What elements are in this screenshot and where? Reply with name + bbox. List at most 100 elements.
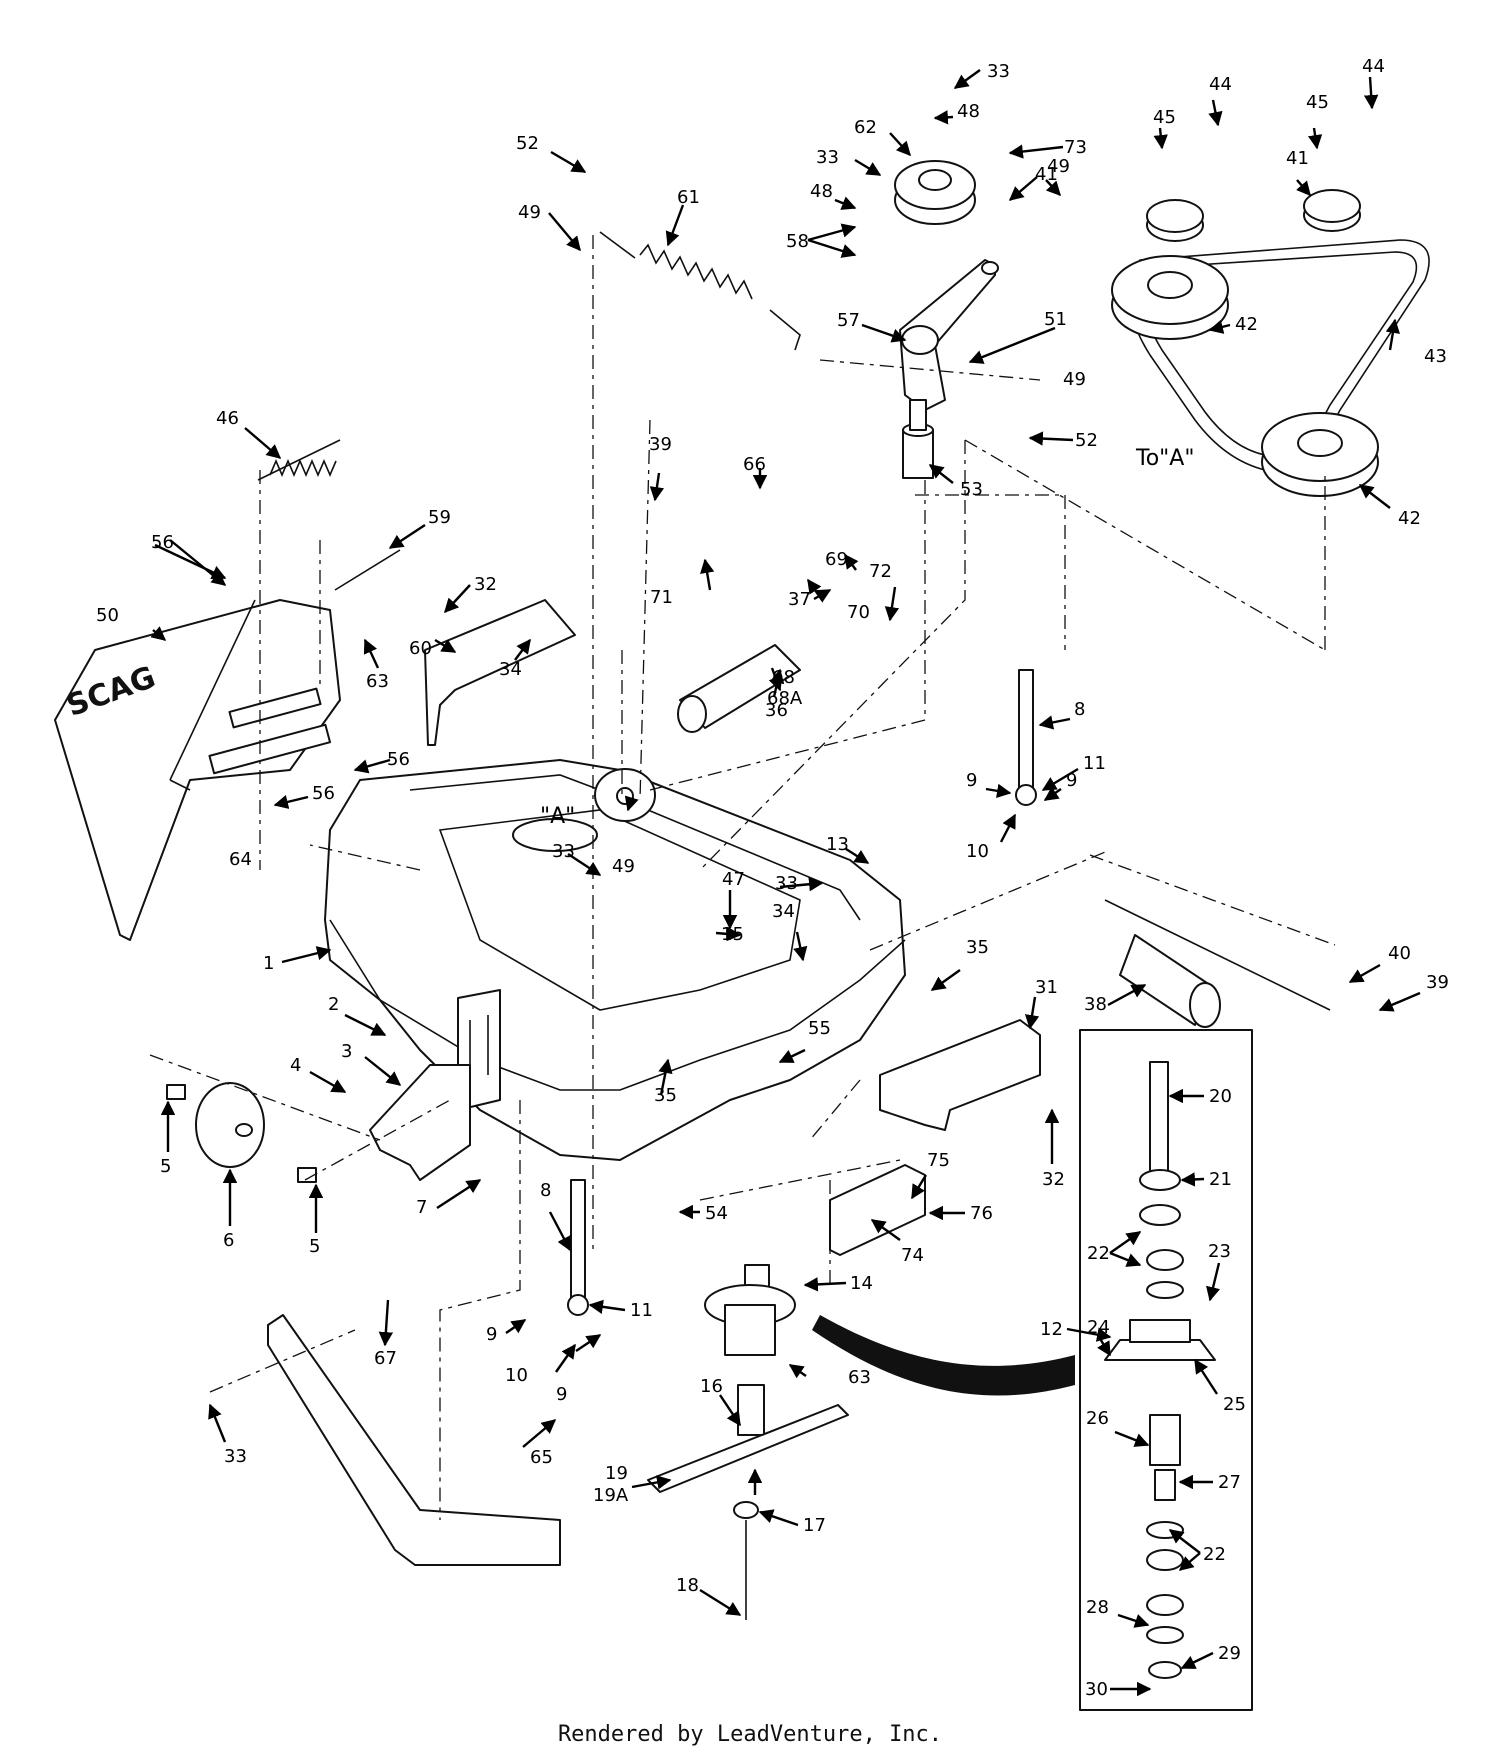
callout-50: 50 bbox=[96, 605, 119, 626]
callout-48b: 48 bbox=[957, 101, 980, 122]
callout-66: 66 bbox=[743, 454, 766, 475]
callout-68a: 68A bbox=[767, 688, 803, 709]
callout-11b: 11 bbox=[630, 1300, 653, 1321]
callout-11a: 11 bbox=[1083, 753, 1106, 774]
callout-32b: 32 bbox=[1042, 1169, 1065, 1190]
callout-31: 31 bbox=[1035, 977, 1058, 998]
part-shapes bbox=[54, 160, 1430, 1711]
callout-30: 30 bbox=[1085, 1679, 1108, 1700]
callout-39a: 39 bbox=[649, 434, 672, 455]
callout-63a: 63 bbox=[366, 671, 389, 692]
callout-72: 72 bbox=[869, 561, 892, 582]
callout-9d: 9 bbox=[556, 1384, 567, 1405]
callout-61: 61 bbox=[677, 187, 700, 208]
idler-pulley bbox=[894, 160, 976, 225]
callout-49d: 49 bbox=[612, 856, 635, 877]
callout-42a: 42 bbox=[1235, 314, 1258, 335]
callout-47: 47 bbox=[722, 869, 745, 890]
callout-49c: 49 bbox=[1063, 369, 1086, 390]
caster-wheel bbox=[166, 1082, 317, 1183]
callout-71: 71 bbox=[650, 587, 673, 608]
callout-59: 59 bbox=[428, 507, 451, 528]
callout-74: 74 bbox=[901, 1245, 924, 1266]
idler-spring bbox=[599, 231, 801, 351]
callout-43: 43 bbox=[1424, 346, 1447, 367]
callout-9b: 9 bbox=[1066, 770, 1077, 791]
rear-roller bbox=[1104, 899, 1331, 1028]
spindle-detail-box bbox=[1079, 1029, 1253, 1711]
callout-4: 4 bbox=[290, 1055, 301, 1076]
callout-33d: 33 bbox=[775, 873, 798, 894]
callout-34a: 34 bbox=[499, 659, 522, 680]
callout-69: 69 bbox=[825, 549, 848, 570]
callout-57: 57 bbox=[837, 310, 860, 331]
callout-52b: 52 bbox=[1075, 430, 1098, 451]
callout-42b: 42 bbox=[1398, 508, 1421, 529]
callout-8b: 8 bbox=[540, 1180, 551, 1201]
idler-spacer bbox=[902, 399, 934, 479]
callout-28: 28 bbox=[1086, 1597, 1109, 1618]
idler-arm bbox=[899, 259, 999, 411]
callout-37: 37 bbox=[788, 589, 811, 610]
callout-labels: 1 2 3 4 5 5 6 7 8 8 9 9 9 9 10 10 11 11 … bbox=[96, 56, 1449, 1700]
callout-54: 54 bbox=[705, 1203, 728, 1224]
callout-14: 14 bbox=[850, 1273, 873, 1294]
callout-49b: 49 bbox=[1047, 156, 1070, 177]
height-pin-rear bbox=[1015, 669, 1037, 806]
callout-1: 1 bbox=[263, 953, 274, 974]
callout-35b: 35 bbox=[654, 1085, 677, 1106]
callout-25: 25 bbox=[1223, 1394, 1246, 1415]
callout-5b: 5 bbox=[309, 1236, 320, 1257]
rear-baffle bbox=[879, 1019, 1041, 1131]
callout-29: 29 bbox=[1218, 1643, 1241, 1664]
assembly-lines bbox=[149, 235, 1336, 1520]
callout-35a: 35 bbox=[966, 937, 989, 958]
callout-48a: 48 bbox=[810, 181, 833, 202]
callout-64: 64 bbox=[229, 849, 252, 870]
callout-67: 67 bbox=[374, 1348, 397, 1369]
spindle-assembly bbox=[704, 1264, 796, 1436]
callout-41a: 41 bbox=[1035, 164, 1058, 185]
drive-pulley-right bbox=[1261, 412, 1379, 497]
callout-16: 16 bbox=[700, 1376, 723, 1397]
callout-12: 12 bbox=[1040, 1319, 1063, 1340]
callout-58: 58 bbox=[786, 231, 809, 252]
callout-21: 21 bbox=[1209, 1169, 1232, 1190]
callout-24: 24 bbox=[1087, 1317, 1110, 1338]
callout-33b: 33 bbox=[552, 841, 575, 862]
pulley-hubs bbox=[1146, 189, 1361, 242]
front-roller bbox=[677, 644, 801, 733]
front-bumper bbox=[267, 1314, 561, 1566]
callout-41b: 41 bbox=[1286, 148, 1309, 169]
callout-55: 55 bbox=[808, 1018, 831, 1039]
callout-32a: 32 bbox=[474, 574, 497, 595]
callout-76: 76 bbox=[970, 1203, 993, 1224]
callout-70: 70 bbox=[847, 602, 870, 623]
callout-2: 2 bbox=[328, 994, 339, 1015]
to-a-reference: To"A" bbox=[1135, 446, 1194, 471]
deck-housing bbox=[324, 759, 906, 1161]
height-pin-front bbox=[567, 1179, 589, 1316]
a-reference: "A" bbox=[540, 804, 575, 829]
callout-36: 36 bbox=[765, 700, 788, 721]
callout-10a: 10 bbox=[966, 841, 989, 862]
callout-9c: 9 bbox=[486, 1324, 497, 1345]
callout-75: 75 bbox=[927, 1150, 950, 1171]
callout-40: 40 bbox=[1388, 943, 1411, 964]
callout-18: 18 bbox=[676, 1575, 699, 1596]
callout-44b: 44 bbox=[1362, 56, 1385, 77]
callout-22b: 22 bbox=[1203, 1544, 1226, 1565]
callout-19a: 19A bbox=[593, 1485, 629, 1506]
callout-56a: 56 bbox=[151, 532, 174, 553]
callout-22a: 22 bbox=[1087, 1243, 1110, 1264]
callout-34b: 34 bbox=[772, 901, 795, 922]
callout-68: 68 bbox=[772, 667, 795, 688]
callout-17: 17 bbox=[803, 1515, 826, 1536]
callout-33a: 33 bbox=[987, 61, 1010, 82]
callout-33e: 33 bbox=[224, 1446, 247, 1467]
leader-arrows bbox=[150, 69, 1421, 1697]
detail-connector-band bbox=[812, 1315, 1075, 1396]
callout-20: 20 bbox=[1209, 1086, 1232, 1107]
callout-23: 23 bbox=[1208, 1241, 1231, 1262]
